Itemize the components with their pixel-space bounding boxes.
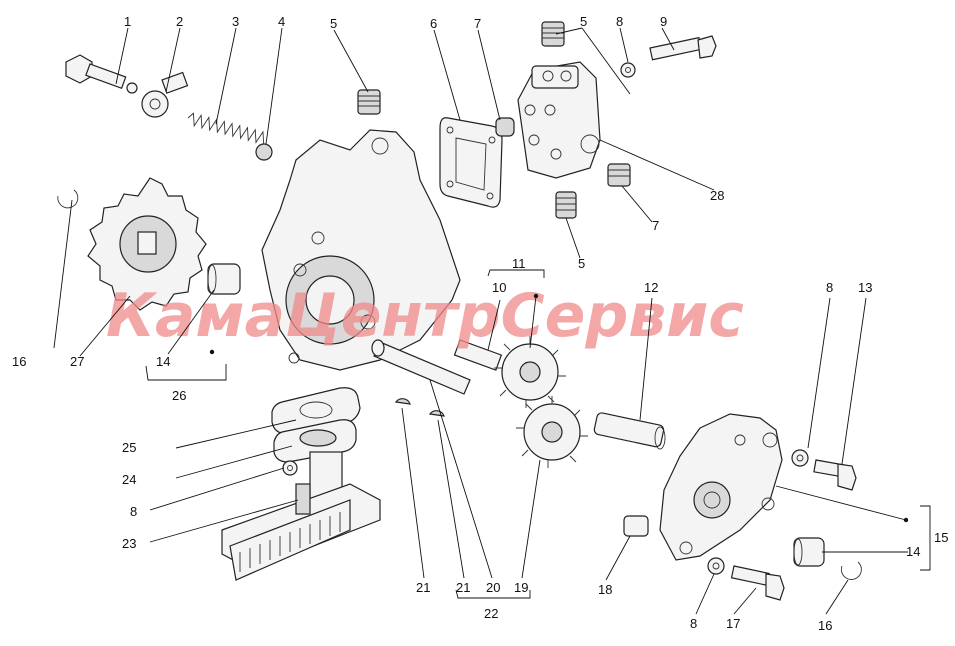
part-washer-right: [791, 449, 809, 467]
part-key-right: [428, 410, 445, 417]
callout-7-upper: 7: [474, 16, 481, 31]
part-threaded-plug-bottom: [555, 191, 577, 219]
part-bolt-bottom: [730, 565, 785, 601]
part-threaded-plug-upper: [357, 89, 381, 115]
part-spring: [187, 112, 265, 145]
part-small-plug-left: [495, 117, 515, 137]
part-driven-shaft: [371, 339, 471, 395]
callout-21-left: 21: [416, 580, 430, 595]
callout-15: 15: [934, 530, 948, 545]
callout-28: 28: [710, 188, 724, 203]
callout-7-right: 7: [652, 218, 659, 233]
callout-12: 12: [644, 280, 658, 295]
callout-5-top-right: 5: [580, 14, 587, 29]
callout-16-right: 16: [818, 618, 832, 633]
part-ball: [255, 143, 273, 161]
callout-20: 20: [486, 580, 500, 595]
part-key-left: [394, 398, 411, 405]
callout-24: 24: [122, 472, 136, 487]
callout-1: 1: [124, 14, 131, 29]
part-lock-washer: [141, 71, 189, 118]
part-bushing-right: [793, 537, 825, 567]
callout-19: 19: [514, 580, 528, 595]
callout-8-right: 8: [826, 280, 833, 295]
callout-14-left: 14: [156, 354, 170, 369]
callout-25: 25: [122, 440, 136, 455]
part-small-plug-right: [607, 163, 631, 187]
callout-11: 11: [512, 256, 526, 271]
callout-2: 2: [176, 14, 183, 29]
part-washer-top: [620, 62, 636, 78]
callout-14-right: 14: [906, 544, 920, 559]
callout-26: 26: [172, 388, 186, 403]
callout-4: 4: [278, 14, 285, 29]
part-bolt-right: [813, 459, 857, 491]
part-pump-housing: [261, 129, 461, 371]
callout-22: 22: [484, 606, 498, 621]
part-axle: [593, 412, 666, 450]
callout-labels: 1 2 3 4 5 6 7 5 8 9 28 7 5 11 10 12 8 13…: [12, 14, 948, 633]
callout-21-right: 21: [456, 580, 470, 595]
callout-3: 3: [232, 14, 239, 29]
part-retaining-ring-right: [840, 561, 862, 580]
part-oil-strainer: [221, 451, 381, 581]
reference-dot-top: [533, 293, 539, 299]
part-threaded-plug-top-right: [541, 21, 565, 47]
part-valve-body: [517, 61, 601, 179]
part-retaining-ring-left: [57, 189, 79, 209]
part-drive-gear: [87, 177, 207, 311]
reference-dot-left: [209, 349, 215, 355]
leader-lines: [53, 27, 931, 615]
part-pump-cover: [659, 413, 783, 561]
callout-10: 10: [492, 280, 506, 295]
part-drive-shaft: [453, 339, 503, 371]
reference-dot-right: [903, 517, 909, 523]
callout-8-top: 8: [616, 14, 623, 29]
callout-5-upper: 5: [330, 16, 337, 31]
callout-6: 6: [430, 16, 437, 31]
part-pump-gear-lower: [516, 396, 588, 468]
callout-27: 27: [70, 354, 84, 369]
callout-13: 13: [858, 280, 872, 295]
callout-5-bottom: 5: [578, 256, 585, 271]
part-bolt-top: [649, 35, 717, 61]
part-gasket: [439, 117, 503, 208]
callout-8-left: 8: [130, 504, 137, 519]
callout-23: 23: [122, 536, 136, 551]
part-plug-bolt: [65, 54, 138, 94]
part-washer-lower-left: [282, 460, 298, 476]
callout-18: 18: [598, 582, 612, 597]
part-washer-bottom: [707, 557, 725, 575]
callout-16-left: 16: [12, 354, 26, 369]
part-pump-gear-upper: [494, 336, 566, 408]
callout-8-bottom: 8: [690, 616, 697, 631]
callout-9: 9: [660, 14, 667, 29]
callout-17: 17: [726, 616, 740, 631]
part-small-bushing: [623, 515, 649, 537]
